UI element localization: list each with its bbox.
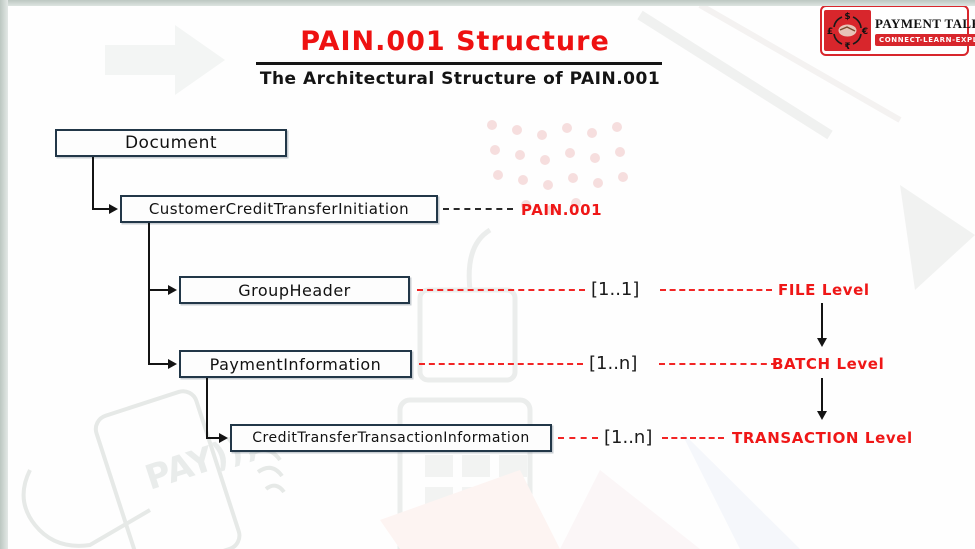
logo-tagline-badge: CONNECT-LEARN-EXPLORE <box>875 33 975 46</box>
payment-talks-logo: $ € £ ₹ PAYMENT TALKS CONNECT-LEARN-EXPL… <box>820 5 975 56</box>
connector-line <box>92 157 94 210</box>
page-title: PAIN.001 Structure <box>300 26 610 57</box>
currency-pound: £ <box>827 27 833 37</box>
page-subtitle: The Architectural Structure of PAIN.001 <box>259 69 661 89</box>
flow-line-file-to-batch <box>821 303 823 340</box>
logo-wordmark: PAYMENT TALKS <box>875 15 975 31</box>
level-label-file: FILE Level <box>778 281 870 299</box>
connector-line <box>148 223 150 365</box>
level-label-transaction: TRANSACTION Level <box>732 429 913 447</box>
title-underline <box>256 62 662 65</box>
connector-arrowhead-icon <box>219 433 228 443</box>
connector-line <box>148 363 168 365</box>
currency-cycle-handshake-icon: $ € £ ₹ <box>824 10 871 52</box>
node-box-credit-transfer-transaction-information: CreditTransferTransactionInformation <box>230 424 552 452</box>
connector-arrowhead-icon <box>168 359 177 369</box>
node-box-customer-credit-transfer-initiation: CustomerCreditTransferInitiation <box>120 195 438 223</box>
flow-arrowhead-icon <box>817 411 827 420</box>
connector-line <box>148 289 168 291</box>
cardinality-label: [1..1] <box>591 279 640 300</box>
node-box-document: Document <box>55 129 287 157</box>
dashed-line-red <box>419 363 583 365</box>
flow-line-batch-to-transaction <box>821 378 823 413</box>
slide-frame-top <box>0 0 975 6</box>
node-label: CustomerCreditTransferInitiation <box>148 200 410 218</box>
node-label: CreditTransferTransactionInformation <box>252 430 530 446</box>
cardinality-label: [1..n] <box>604 427 653 448</box>
currency-dollar: $ <box>844 12 850 22</box>
flow-arrowhead-icon <box>817 338 827 347</box>
dashed-line-black <box>443 208 513 210</box>
node-label: Document <box>124 133 218 153</box>
connector-arrowhead-icon <box>168 285 177 295</box>
dashed-line-red <box>417 289 585 291</box>
dashed-line-red <box>662 437 724 439</box>
node-label: PaymentInformation <box>209 354 382 374</box>
dashed-line-red <box>558 437 598 439</box>
slide-frame-left <box>0 0 8 549</box>
node-box-payment-information: PaymentInformation <box>179 350 412 378</box>
node-box-group-header: GroupHeader <box>179 276 410 304</box>
currency-rupee: ₹ <box>844 42 850 51</box>
connector-arrowhead-icon <box>109 204 118 214</box>
annotation-pain001: PAIN.001 <box>521 201 603 219</box>
currency-euro: € <box>861 27 868 37</box>
level-label-batch: BATCH Level <box>772 355 885 373</box>
connector-line <box>92 208 110 210</box>
connector-line <box>206 378 208 439</box>
dashed-line-red <box>659 363 777 365</box>
cardinality-label: [1..n] <box>589 353 638 374</box>
connector-line <box>206 437 219 439</box>
dashed-line-red <box>660 289 772 291</box>
node-label: GroupHeader <box>238 280 351 300</box>
